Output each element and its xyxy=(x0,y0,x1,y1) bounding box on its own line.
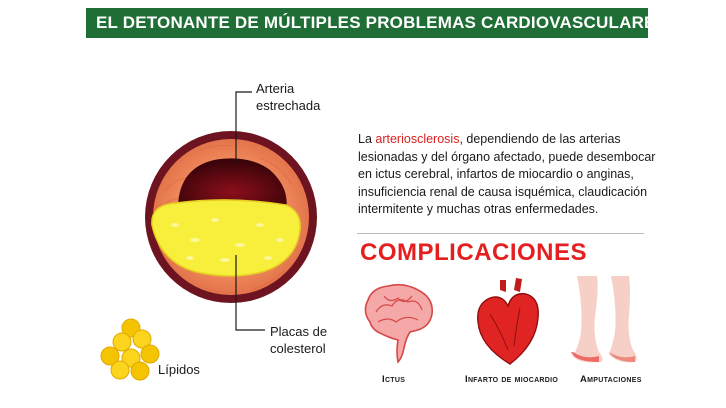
label-artery: Arteria estrechada xyxy=(256,81,321,113)
plaque-leader-line xyxy=(235,255,265,331)
feet-icon xyxy=(571,276,637,363)
caption-infarto: Infarto de miocardio xyxy=(465,374,559,385)
page-title: EL DETONANTE DE MÚLTIPLES PROBLEMAS CARD… xyxy=(96,13,668,32)
description-after: , dependiendo de las arterias lesionadas… xyxy=(358,132,656,217)
lipid-droplets xyxy=(100,318,160,381)
caption-ictus: Ictus xyxy=(382,374,406,385)
description-before: La xyxy=(358,132,376,146)
complications-title: COMPLICACIONES xyxy=(360,239,588,266)
brain-icon xyxy=(364,283,434,364)
heart-icon xyxy=(477,278,539,365)
description-highlight: arteriosclerosis xyxy=(375,132,460,146)
label-plaque: Placas de colesterol xyxy=(270,324,328,356)
artery-lumen xyxy=(178,158,287,210)
header-bar: EL DETONANTE DE MÚLTIPLES PROBLEMAS CARD… xyxy=(86,8,667,38)
caption-amputaciones: Amputaciones xyxy=(580,374,642,385)
description-text: La arteriosclerosis, dependiendo de las … xyxy=(358,131,658,219)
artery-leader-line xyxy=(235,91,252,165)
label-lipids: Lípidos xyxy=(158,362,200,377)
section-divider xyxy=(357,233,644,234)
